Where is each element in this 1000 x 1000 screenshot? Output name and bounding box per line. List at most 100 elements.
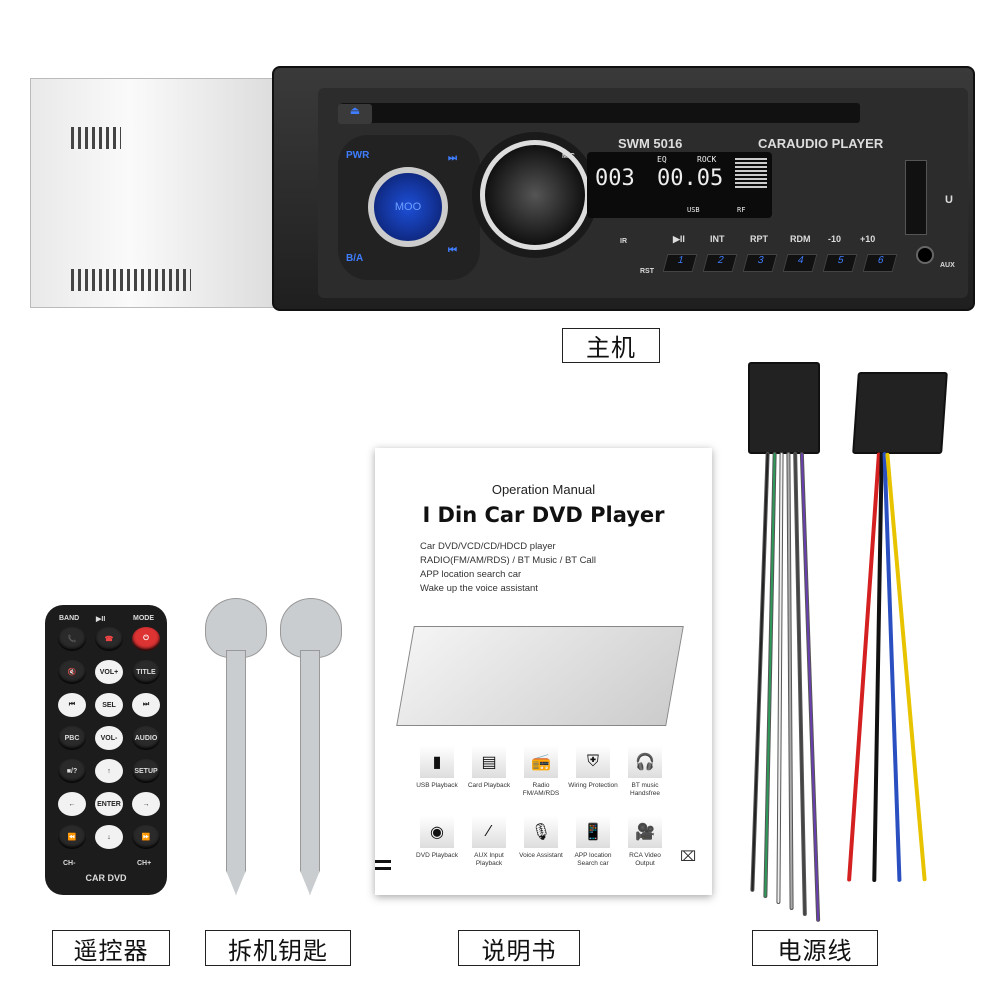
- prev-track-icon[interactable]: ⏮: [448, 245, 457, 256]
- remote-button[interactable]: ⏭: [132, 693, 160, 717]
- ir-label: IR: [620, 238, 627, 245]
- feature-item: Wake up the voice assistant: [420, 583, 538, 594]
- aux-cable-icon: ∕: [472, 816, 506, 848]
- caption-keys: 拆机钥匙: [205, 930, 351, 966]
- remote-button[interactable]: ■/?: [58, 759, 86, 783]
- manual-title: I Din Car DVD Player: [422, 503, 665, 527]
- function-label: RDM: [790, 234, 811, 244]
- eq-mode: ROCK: [697, 155, 717, 164]
- eject-button[interactable]: ⏏: [338, 104, 372, 124]
- remote-button[interactable]: TITLE: [132, 660, 160, 684]
- spectrum-icon: [735, 158, 767, 188]
- remote-label: MODE: [133, 615, 154, 622]
- remote-label: BAND: [59, 615, 80, 622]
- manual-heading: Operation Manual: [491, 482, 596, 497]
- rst-label[interactable]: RST: [640, 268, 654, 275]
- remote-label: ▶II: [96, 616, 106, 623]
- removal-key-2-shaft: [300, 650, 320, 895]
- connector-right: [852, 372, 948, 454]
- usb-port[interactable]: [905, 160, 927, 235]
- feature-icon-label: Wiring Protection: [568, 782, 618, 789]
- remote-button[interactable]: ⏻: [132, 627, 160, 651]
- ba-label[interactable]: B/A: [346, 253, 364, 264]
- removal-key-1: [205, 598, 267, 658]
- remote-button[interactable]: SEL: [95, 693, 123, 717]
- sd-card-icon: ▤: [472, 746, 506, 778]
- feature-icon-label: USB Playback: [416, 782, 458, 789]
- function-label: RPT: [750, 234, 768, 244]
- remote-button[interactable]: ENTER: [95, 792, 123, 816]
- remote-button[interactable]: 🔇: [58, 660, 86, 684]
- next-track-icon[interactable]: ⏭: [448, 153, 457, 164]
- feature-icon-label: Card Playback: [467, 782, 511, 789]
- caption-head-unit: 主机: [562, 328, 660, 363]
- feature-icon-label: DVD Playback: [416, 852, 458, 859]
- radio-icon: 📻: [524, 746, 558, 778]
- ch-minus-label: CH-: [63, 860, 76, 867]
- remote-button[interactable]: AUDIO: [132, 726, 160, 750]
- track-number: 003: [595, 166, 635, 191]
- remote-button[interactable]: ←: [58, 792, 86, 816]
- aux-label: AUX: [940, 262, 955, 269]
- remote-button[interactable]: PBC: [58, 726, 86, 750]
- disc-slot: [340, 103, 860, 123]
- brand-label: CARAUDIO PLAYER: [758, 136, 884, 151]
- wire: [786, 451, 794, 911]
- wire: [776, 451, 784, 905]
- pwr-label[interactable]: PWR: [346, 150, 370, 161]
- remote-button[interactable]: →: [132, 792, 160, 816]
- remote-button[interactable]: ↓: [95, 825, 123, 849]
- rf-indicator: RF: [737, 206, 746, 214]
- feature-icon-label: Voice Assistant: [519, 852, 563, 859]
- feature-icon-label: BT music Handsfree: [630, 782, 660, 797]
- remote-button[interactable]: VOL-: [95, 726, 123, 750]
- volume-knob[interactable]: [480, 140, 590, 250]
- phone-location-icon: 📱: [576, 816, 610, 848]
- aux-jack[interactable]: [916, 246, 934, 264]
- feature-icon-label: Radio FM/AM/RDS: [522, 782, 560, 797]
- preset-button-4[interactable]: 4: [782, 254, 818, 272]
- usb-indicator: USB: [687, 206, 700, 214]
- feature-item: Car DVD/VCD/CD/HDCD player: [420, 541, 556, 552]
- remote-button[interactable]: ⏮: [58, 693, 86, 717]
- usb-label: U: [945, 194, 953, 206]
- mic-label: MIC: [562, 153, 575, 160]
- function-label: INT: [710, 234, 725, 244]
- removal-key-2: [280, 598, 342, 658]
- preset-button-5[interactable]: 5: [822, 254, 858, 272]
- function-label: +10: [860, 234, 876, 244]
- operation-manual: Operation Manual I Din Car DVD Player Ca…: [375, 448, 712, 895]
- feature-icon-label: RCA Video Output: [629, 852, 661, 867]
- feature-item: RADIO(FM/AM/RDS) / BT Music / BT Call: [420, 555, 596, 566]
- caption-manual: 说明书: [458, 930, 580, 966]
- preset-button-6[interactable]: 6: [862, 254, 898, 272]
- usb-icon: ▮: [420, 746, 454, 778]
- preset-button-3[interactable]: 3: [742, 254, 778, 272]
- play-time: 00.05: [657, 166, 724, 191]
- remote-button[interactable]: ⏪: [58, 825, 86, 849]
- feature-list: Car DVD/VCD/CD/HDCD player RADIO(FM/AM/R…: [420, 540, 596, 596]
- remote-button[interactable]: ↑: [95, 759, 123, 783]
- ch-plus-label: CH+: [137, 860, 152, 867]
- model-label: SWM 5016: [618, 136, 683, 151]
- function-label: ▶II: [673, 234, 685, 244]
- remote-button[interactable]: ☎: [95, 627, 123, 651]
- remote-button[interactable]: ⏩: [132, 825, 160, 849]
- lcd-display: EQ ROCK 003 00.05 USB RF: [587, 152, 772, 218]
- head-unit-chassis: [30, 78, 280, 308]
- eq-label: EQ: [657, 155, 667, 164]
- crop-mark: [375, 860, 391, 870]
- feature-item: APP location search car: [420, 569, 522, 580]
- shield-icon: ⛨: [576, 746, 610, 778]
- preset-button-2[interactable]: 2: [702, 254, 738, 272]
- remote-button[interactable]: VOL+: [95, 660, 123, 684]
- remote-button[interactable]: 📞: [58, 627, 86, 651]
- mode-button[interactable]: MOO: [368, 167, 448, 247]
- caption-harness: 电源线: [752, 930, 878, 966]
- feature-icon-label: APP location Search car: [574, 852, 612, 867]
- disc-icon: ◉: [420, 816, 454, 848]
- vent-slots: [71, 127, 121, 149]
- preset-button-1[interactable]: 1: [662, 254, 698, 272]
- remote-button[interactable]: SETUP: [132, 759, 160, 783]
